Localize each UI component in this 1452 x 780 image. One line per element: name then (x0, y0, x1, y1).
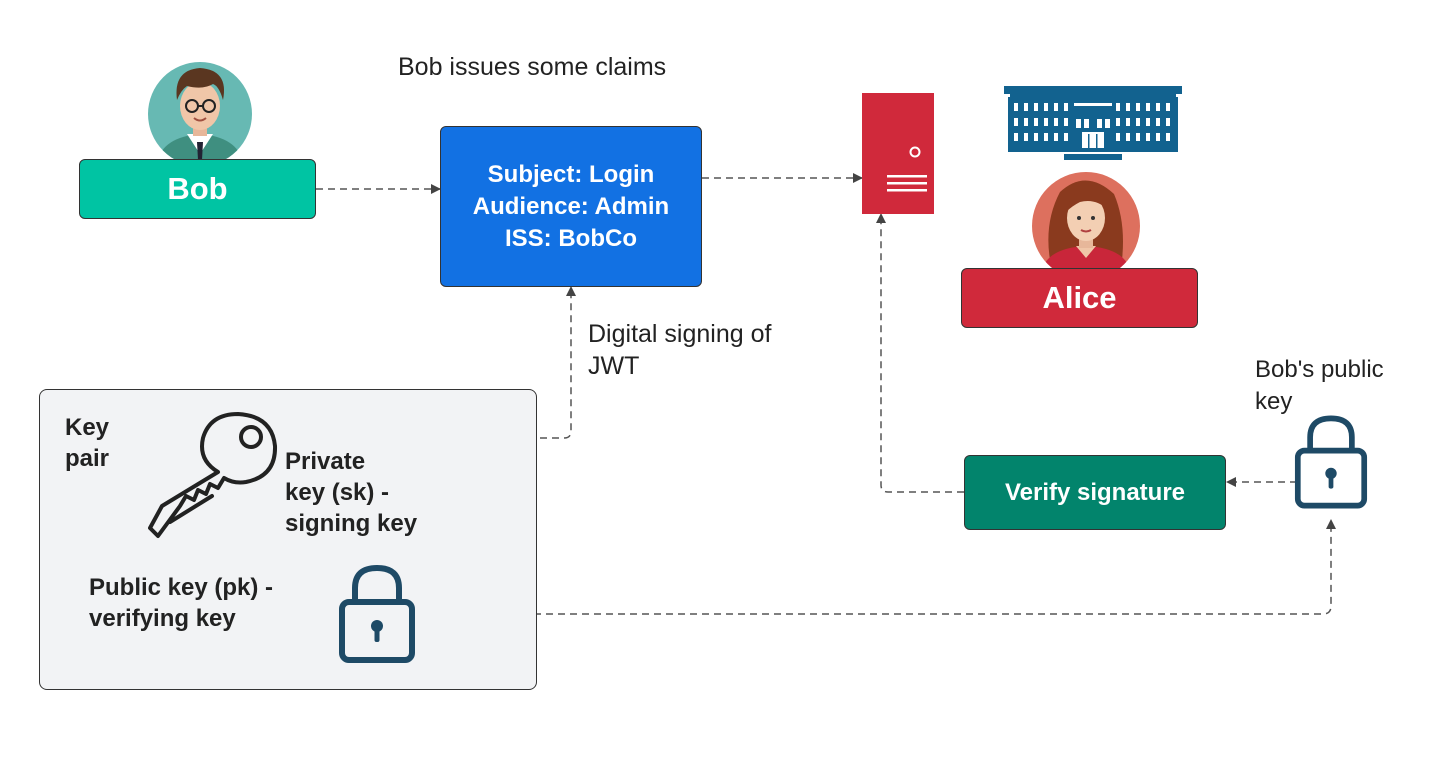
bobs-public-key-line-2: key (1255, 388, 1293, 415)
digital-signing-line-2: JWT (588, 352, 640, 380)
digital-signing-label: Digital signing of JWT (588, 318, 771, 382)
alice-label: Alice (1042, 280, 1117, 315)
claim-audience: Audience: Admin (472, 192, 670, 220)
public-key-label: Public key (pk) - verifying key (89, 572, 273, 634)
lock-icon (339, 564, 415, 663)
diagram-title: Bob issues some claims (398, 53, 667, 81)
bobs-public-key-line-1: Bob's public (1255, 356, 1384, 383)
private-key-label: Private key (sk) - signing key (285, 446, 417, 539)
alice-avatar-icon (1032, 172, 1140, 270)
claim-issuer: ISS: BobCo (505, 224, 637, 252)
verify-signature-label: Verify signature (1004, 478, 1186, 506)
private-key-line-2: key (sk) - (285, 479, 390, 506)
edge-publickey-to-lock (414, 519, 1336, 615)
key-icon (148, 412, 278, 538)
building-icon (1004, 86, 1182, 160)
keypair-title: Key pair (65, 412, 109, 474)
verify-signature-node[interactable]: Verify signature (964, 455, 1226, 530)
private-key-line-1: Private (285, 448, 366, 475)
keypair-container (39, 389, 537, 690)
bob-avatar-icon (148, 62, 252, 162)
claims-node[interactable]: Subject: Login Audience: Admin ISS: BobC… (440, 126, 702, 287)
edge-signing-to-claims (276, 286, 576, 439)
claim-subject: Subject: Login (487, 160, 655, 188)
bob-label: Bob (167, 171, 228, 206)
alice-node[interactable]: Alice (961, 268, 1198, 328)
bobs-public-key-lock-icon (1294, 415, 1368, 509)
keypair-title-line-2: pair (65, 445, 110, 472)
server-icon (862, 93, 934, 214)
private-key-line-3: signing key (285, 510, 418, 537)
edge-verify-to-server (876, 213, 964, 493)
bob-node[interactable]: Bob (79, 159, 316, 219)
digital-signing-line-1: Digital signing of (588, 320, 772, 348)
keypair-title-line-1: Key (65, 414, 110, 441)
bobs-public-key-label: Bob's public key (1255, 354, 1384, 418)
public-key-line-2: verifying key (89, 605, 236, 632)
public-key-line-1: Public key (pk) - (89, 574, 274, 601)
